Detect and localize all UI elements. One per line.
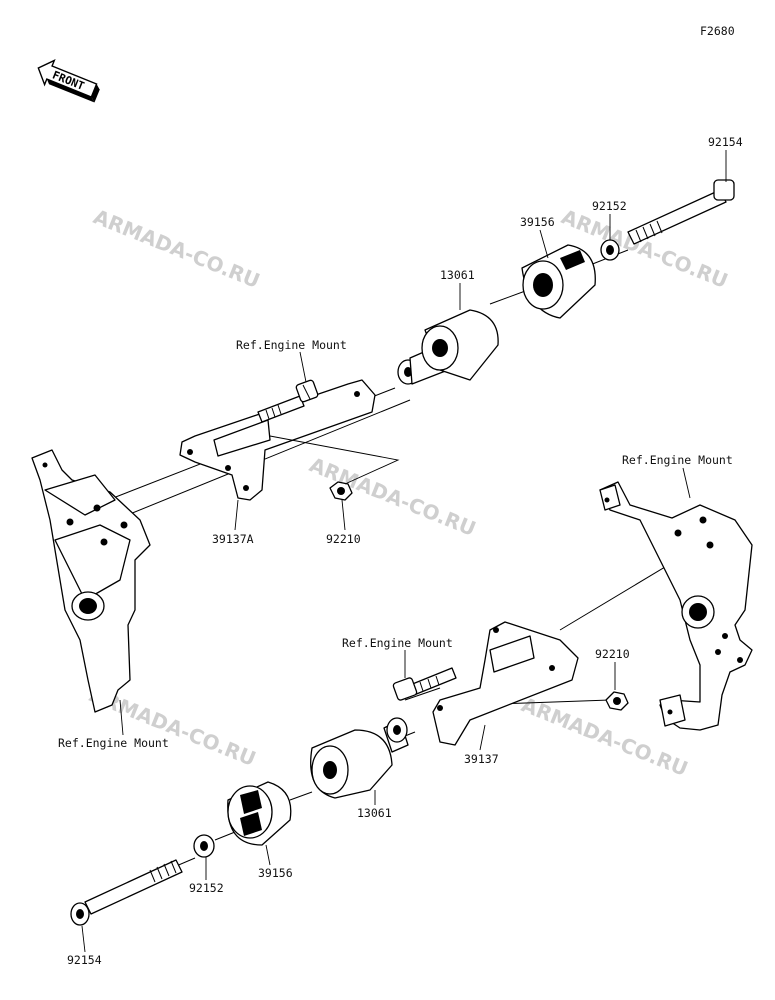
lower-slider-39156: [227, 781, 292, 846]
bracket-39137A: [179, 379, 376, 501]
left-engine-mount: [31, 449, 151, 713]
upper-spacer-13061: [397, 309, 499, 385]
diagram-code: F2680: [700, 24, 735, 38]
label-ref-engine-mount-upper: Ref.Engine Mount: [236, 338, 347, 352]
label-39137: 39137: [464, 752, 499, 766]
label-39137A: 39137A: [212, 532, 254, 546]
lower-mount-bolt: [392, 667, 457, 701]
label-ref-engine-mount-left: Ref.Engine Mount: [58, 736, 169, 750]
upper-washer-92152: [600, 239, 620, 261]
right-engine-mount: [599, 481, 753, 731]
label-92152-top: 92152: [592, 199, 627, 213]
front-arrow-icon: FRONT: [37, 59, 100, 103]
bracket-39137: [432, 621, 579, 746]
label-39156-bottom: 39156: [258, 866, 293, 880]
label-ref-engine-mount-right: Ref.Engine Mount: [622, 453, 733, 467]
axis-lines: [107, 249, 706, 891]
lower-nut-92210: [605, 691, 629, 711]
label-39156-top: 39156: [520, 215, 555, 229]
upper-nut-92210: [329, 481, 353, 501]
part-labels: 92154 92152 39156 13061 Ref.Engine Mount…: [58, 135, 743, 967]
label-ref-engine-mount-mid: Ref.Engine Mount: [342, 636, 453, 650]
label-92210-upper: 92210: [326, 532, 361, 546]
lower-long-bolt-92154: [70, 859, 183, 926]
label-92154-bottom: 92154: [67, 953, 102, 967]
lower-spacer-13061: [310, 717, 409, 799]
upper-slider-39156: [521, 244, 596, 319]
upper-mount-bolt: [257, 379, 319, 423]
watermark-1: ARMADA-CO.RU: [90, 204, 263, 293]
label-92152-bottom: 92152: [189, 881, 224, 895]
upper-long-bolt-92154: [627, 179, 735, 245]
watermark-3: ARMADA-CO.RU: [306, 452, 479, 541]
label-92210-lower: 92210: [595, 647, 630, 661]
label-92154-top: 92154: [708, 135, 743, 149]
label-13061-top: 13061: [440, 268, 475, 282]
label-13061-bottom: 13061: [357, 806, 392, 820]
lower-washer-92152: [193, 834, 215, 858]
leader-lines: [81, 150, 727, 953]
